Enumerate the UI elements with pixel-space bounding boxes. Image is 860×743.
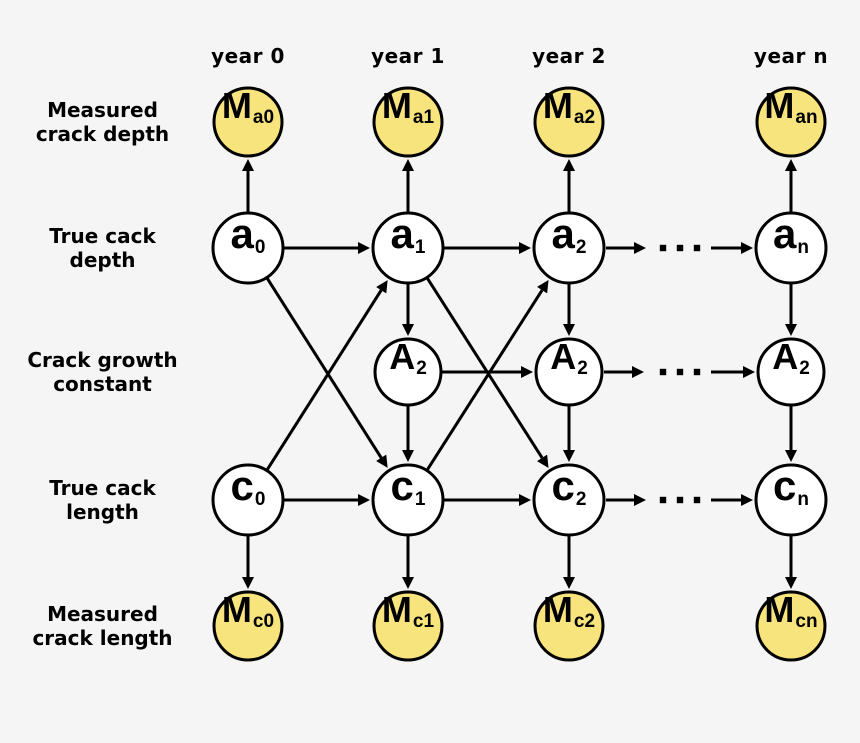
- edge-a1-c2: [426, 277, 549, 468]
- node-circle-Mc1: [372, 590, 444, 662]
- node-circle-cn: [754, 463, 828, 537]
- ellipsis-dot: [659, 244, 667, 252]
- edge-c1-a2: [426, 280, 549, 471]
- node-circle-c0: [211, 463, 285, 537]
- node-circle-Mc2: [533, 590, 605, 662]
- node-circle-a0: [211, 211, 285, 285]
- ellipsis-dot: [693, 244, 701, 252]
- node-circle-A_1: [373, 337, 443, 407]
- ellipsis-dot: [676, 496, 684, 504]
- row-label-true-crack-length: True cack length: [49, 476, 156, 524]
- node-circle-Ma0: [212, 86, 284, 158]
- row-label-true-crack-depth: True cack depth: [49, 224, 156, 272]
- column-header-year-1: year 1: [371, 44, 445, 68]
- node-circle-A_2: [534, 337, 604, 407]
- node-circle-a2: [532, 211, 606, 285]
- ellipsis-dot: [659, 368, 667, 376]
- row-label-measured-crack-depth: Measured crack depth: [35, 98, 170, 146]
- edge-layer: [242, 159, 797, 589]
- node-circle-Man: [755, 86, 827, 158]
- node-circle-Ma2: [533, 86, 605, 158]
- ellipsis-dot: [693, 496, 701, 504]
- column-header-year-2: year 2: [532, 44, 606, 68]
- row-label-measured-crack-length: Measured crack length: [32, 602, 173, 650]
- ellipsis-dot: [693, 368, 701, 376]
- node-circle-c1: [371, 463, 445, 537]
- node-circle-Mc0: [212, 590, 284, 662]
- column-header-year-0: year 0: [211, 44, 285, 68]
- node-circle-c2: [532, 463, 606, 537]
- node-circle-A_n: [756, 337, 826, 407]
- edge-c0-a1: [266, 280, 388, 471]
- node-circle-Mcn: [755, 590, 827, 662]
- ellipsis-dot: [659, 496, 667, 504]
- node-circle-a1: [371, 211, 445, 285]
- node-circle-Ma1: [372, 86, 444, 158]
- ellipsis-dot: [676, 244, 684, 252]
- column-header-year-n: year n: [753, 44, 829, 68]
- row-label-crack-growth-constant: Crack growth constant: [27, 348, 178, 396]
- ellipsis-dot: [676, 368, 684, 376]
- node-layer: [211, 86, 828, 662]
- edge-a0-c1: [266, 277, 388, 468]
- node-circle-an: [754, 211, 828, 285]
